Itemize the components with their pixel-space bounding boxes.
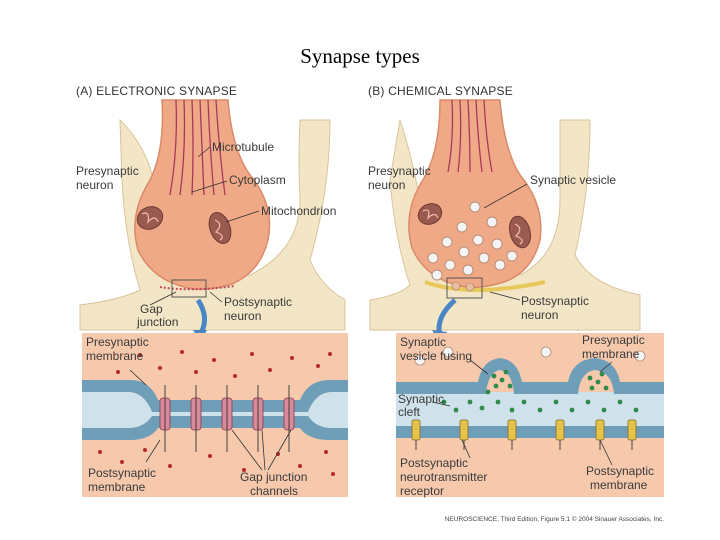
label-postsynaptic-neuron-b: Postsynaptic [521, 294, 589, 308]
slide-title: Synapse types [300, 44, 420, 68]
panel-a-header: (A) ELECTRONIC SYNAPSE [76, 84, 237, 98]
label-postsynaptic-membrane-a: Postsynaptic [88, 466, 156, 480]
microtubules-a [169, 99, 226, 196]
mitochondrion-a-left [136, 206, 164, 230]
gap-junction-membrane-a [159, 285, 236, 291]
figure-credit: NEUROSCIENCE, Third Edition, Figure 5.1 … [445, 515, 664, 523]
cleft-b [396, 392, 664, 428]
label-postsynaptic-membrane-a-2: membrane [88, 480, 146, 494]
label-cytoplasm: Cytoplasm [229, 173, 286, 187]
mitochondrion-b-left [417, 203, 443, 225]
panel-b-header: (B) CHEMICAL SYNAPSE [368, 84, 513, 98]
presynaptic-terminal-a [134, 99, 271, 291]
label-microtubule: Microtubule [212, 140, 274, 154]
synaptic-vesicles [427, 201, 518, 281]
label-gap-junction: Gap [140, 302, 163, 316]
label-gap-junction-2: junction [136, 315, 178, 329]
label-presynaptic-neuron-b-2: neuron [368, 178, 405, 192]
cleft-a [82, 392, 348, 428]
cleft-b-thumb [424, 280, 546, 292]
postsynaptic-membrane-a [82, 416, 348, 440]
label-postsynaptic-neuron-a: Postsynaptic [224, 295, 292, 309]
presynaptic-membrane-a [82, 380, 348, 412]
mitochondrion-a-right [208, 212, 232, 244]
label-receptor-3: receptor [400, 484, 444, 498]
microtubules-b [447, 99, 493, 173]
label-presynaptic-membrane-b-2: membrane [582, 347, 640, 361]
label-synaptic-vesicle: Synaptic vesicle [530, 173, 616, 187]
label-presynaptic-neuron-a-2: neuron [76, 178, 113, 192]
label-vesicle-fusing-2: vesicle fusing [400, 349, 472, 363]
label-presynaptic-membrane-b: Presynaptic [582, 333, 645, 347]
ions-a [98, 350, 335, 476]
label-synaptic-cleft: Synaptic [398, 392, 444, 406]
label-vesicle-fusing: Synaptic [400, 335, 446, 349]
label-presynaptic-neuron-b: Presynaptic [368, 164, 431, 178]
presynaptic-membrane-b [396, 358, 664, 394]
label-postsynaptic-membrane-b: Postsynaptic [586, 464, 654, 478]
label-presynaptic-membrane-a: Presynaptic [86, 335, 149, 349]
callout-box-b [446, 277, 483, 299]
label-postsynaptic-neuron-b-2: neuron [521, 308, 558, 322]
label-presynaptic-neuron-a: Presynaptic [76, 164, 139, 178]
label-gap-junction-channels-2: channels [250, 484, 298, 498]
label-postsynaptic-neuron-a-2: neuron [224, 309, 261, 323]
label-receptor: Postsynaptic [400, 456, 468, 470]
label-postsynaptic-membrane-b-2: membrane [590, 478, 648, 492]
callout-box-a [171, 279, 207, 298]
label-synaptic-cleft-2: cleft [398, 405, 421, 419]
label-gap-junction-channels: Gap junction [240, 470, 307, 484]
label-presynaptic-membrane-a-2: membrane [86, 349, 144, 363]
label-receptor-2: neurotransmitter [400, 470, 487, 484]
mitochondrion-b-right [508, 215, 532, 249]
neurotransmitters [441, 369, 639, 413]
label-mitochondrion: Mitochondrion [261, 204, 336, 218]
postsynaptic-membrane-b [396, 426, 664, 438]
